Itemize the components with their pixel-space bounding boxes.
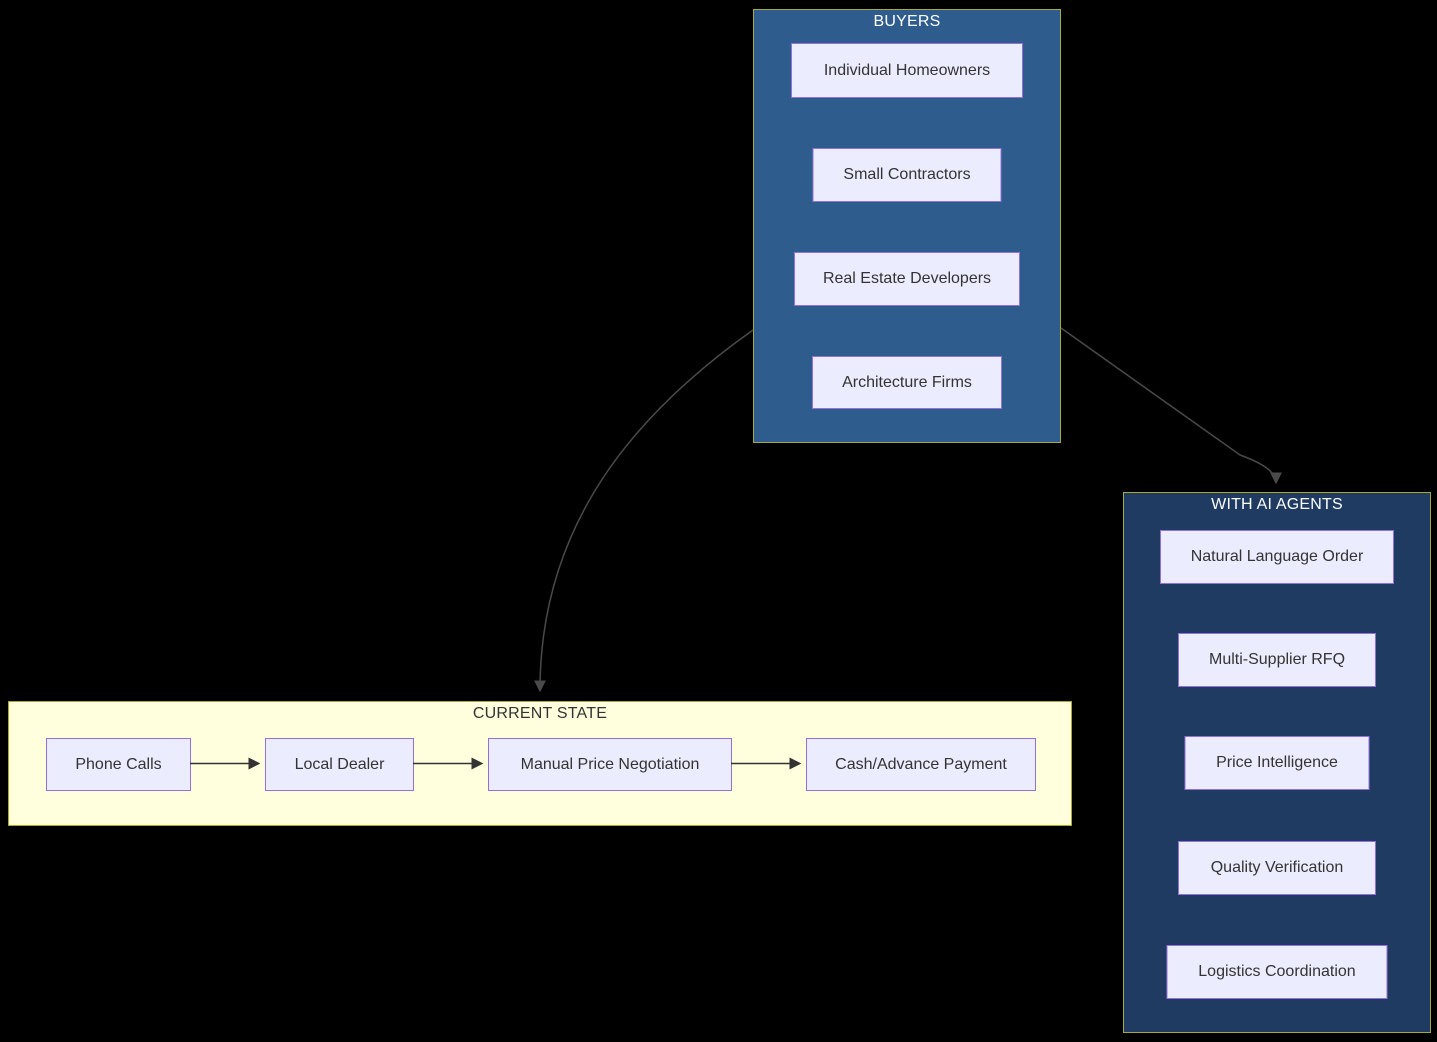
- node-logistics-coordination: Logistics Coordination: [1166, 945, 1388, 999]
- cluster-current-state: CURRENT STATE Phone Calls Local Dealer M…: [8, 701, 1072, 826]
- cluster-buyers: BUYERS Individual Homeowners Small Contr…: [753, 9, 1061, 443]
- node-cash-advance-payment: Cash/Advance Payment: [806, 738, 1036, 791]
- node-local-dealer: Local Dealer: [265, 738, 414, 791]
- node-architecture-firms: Architecture Firms: [812, 356, 1002, 409]
- edge-buyers-to-with-ai-agents: [1060, 327, 1282, 485]
- cluster-current-state-title: CURRENT STATE: [472, 705, 608, 722]
- node-price-intelligence: Price Intelligence: [1184, 736, 1370, 790]
- edge-buyers-to-current-state: [534, 329, 754, 693]
- cluster-buyers-title: BUYERS: [873, 13, 941, 30]
- node-phone-calls: Phone Calls: [46, 738, 191, 791]
- cluster-with-ai-agents: WITH AI AGENTS Natural Language Order Mu…: [1123, 492, 1431, 1033]
- node-small-contractors: Small Contractors: [812, 148, 1002, 202]
- node-natural-language-order: Natural Language Order: [1160, 530, 1394, 584]
- cluster-with-ai-agents-title: WITH AI AGENTS: [1211, 496, 1343, 513]
- node-quality-verification: Quality Verification: [1178, 841, 1376, 895]
- node-real-estate-developers: Real Estate Developers: [794, 252, 1020, 306]
- node-individual-homeowners: Individual Homeowners: [791, 43, 1023, 98]
- node-manual-price-negotiation: Manual Price Negotiation: [488, 738, 732, 791]
- node-multi-supplier-rfq: Multi-Supplier RFQ: [1178, 633, 1376, 687]
